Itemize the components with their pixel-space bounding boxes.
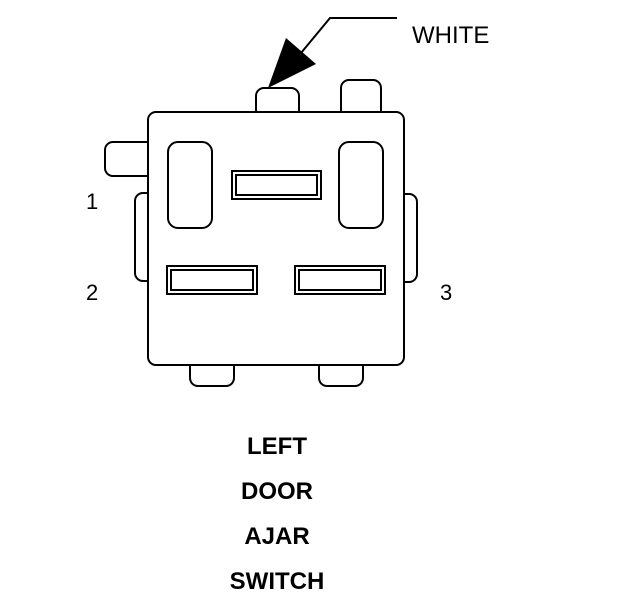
pin-number-1: 1 (86, 189, 98, 214)
title-line-4: SWITCH (230, 568, 325, 595)
wire-color-label: WHITE (412, 22, 489, 49)
terminal-pin-3 (294, 265, 386, 295)
terminal-pin-1 (231, 170, 322, 200)
pin-number-3: 3 (440, 280, 452, 305)
wire-color-callout (268, 17, 397, 88)
cavity-upper-left (167, 141, 213, 229)
title-line-3: AJAR (244, 523, 309, 550)
title-line-1: LEFT (247, 433, 307, 460)
callout-leader-line (300, 17, 397, 54)
callout-arrowhead (268, 38, 316, 88)
pin-number-2: 2 (86, 280, 98, 305)
cavity-upper-right (338, 141, 384, 229)
title-line-2: DOOR (241, 478, 313, 505)
component-title: LEFT DOOR AJAR SWITCH (230, 433, 325, 595)
terminal-pin-2 (166, 265, 258, 295)
